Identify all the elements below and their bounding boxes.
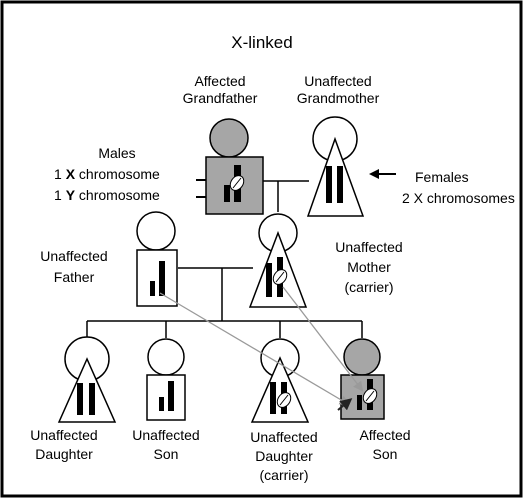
grandmother-x1-chromosome — [326, 166, 332, 203]
females-note-title: Females — [415, 169, 469, 185]
daughter1-symbol — [57, 336, 117, 423]
father-label-line1: Unaffected — [40, 248, 107, 264]
mother-label-line2: Mother — [347, 259, 391, 275]
son2-y-chromosome — [357, 395, 362, 410]
daughter1-x1-chromosome — [77, 383, 83, 415]
son2-inheritance-arrowhead — [337, 398, 353, 411]
son1-head — [147, 338, 185, 376]
daughter2-mutation-slash — [279, 394, 289, 406]
father-label-line2: Father — [54, 269, 95, 285]
father-y-chromosome — [150, 281, 155, 296]
males-note-y: 1 Y chromosome — [54, 187, 160, 203]
son2-label-line2: Son — [373, 446, 398, 462]
father-head — [136, 211, 176, 251]
males-note-title: Males — [98, 145, 135, 161]
son1-y-chromosome — [159, 397, 164, 411]
mother-symbol — [248, 213, 308, 308]
mother-mutation-slash — [275, 271, 285, 283]
father-y-inheritance-arrow — [159, 292, 350, 406]
son1-label-line1: Unaffected — [132, 427, 199, 443]
son1-body — [146, 374, 186, 421]
son2-body — [340, 374, 385, 420]
daughter2-label-line3: (carrier) — [260, 467, 309, 483]
mother-label-line1: Unaffected — [335, 239, 402, 255]
grandfather-symbol — [205, 118, 264, 215]
grandfather-y-chromosome — [224, 185, 230, 202]
son2-label-line1: Affected — [359, 427, 410, 443]
father-body — [136, 249, 178, 307]
son1-label-line2: Son — [154, 446, 179, 462]
mother-x-inheritance-arrow — [282, 286, 364, 392]
grandfather-label-line2: Grandfather — [183, 90, 258, 106]
males-note-x: 1 X chromosome — [54, 166, 160, 182]
daughter1-label-line1: Unaffected — [30, 427, 97, 443]
son2-head — [343, 338, 381, 376]
grandmother-label-line2: Grandmother — [297, 90, 380, 106]
son2-mutation-slash — [365, 390, 375, 402]
family-connectors — [86, 180, 363, 338]
daughter2-x1-chromosome — [270, 382, 276, 414]
father-symbol — [136, 211, 178, 307]
grandmother-symbol — [306, 116, 365, 217]
daughter2-label-line2: Daughter — [255, 448, 313, 464]
daughter2-label-line1: Unaffected — [250, 429, 317, 445]
mother-x1-chromosome — [266, 263, 272, 297]
grandfather-label-line1: Affected — [194, 73, 245, 89]
son1-symbol — [146, 338, 186, 421]
daughter1-x2-chromosome — [89, 383, 95, 415]
son1-x-chromosome — [168, 381, 174, 411]
son2-symbol — [340, 338, 385, 420]
grandfather-mutation-slash — [232, 177, 242, 189]
daughter1-label-line2: Daughter — [35, 446, 93, 462]
daughter1-body — [57, 357, 117, 423]
father-x-chromosome — [159, 261, 165, 296]
grandmother-x2-chromosome — [337, 166, 343, 203]
females-note-body: 2 X chromosomes — [402, 190, 515, 206]
grandmother-body — [306, 136, 365, 217]
daughter2-body — [250, 356, 310, 423]
grandfather-head — [209, 118, 249, 158]
daughter2-symbol — [250, 338, 310, 423]
grandmother-label-line1: Unaffected — [304, 73, 371, 89]
mother-label-line3: (carrier) — [345, 279, 394, 295]
figure-title: X-linked — [231, 33, 292, 52]
